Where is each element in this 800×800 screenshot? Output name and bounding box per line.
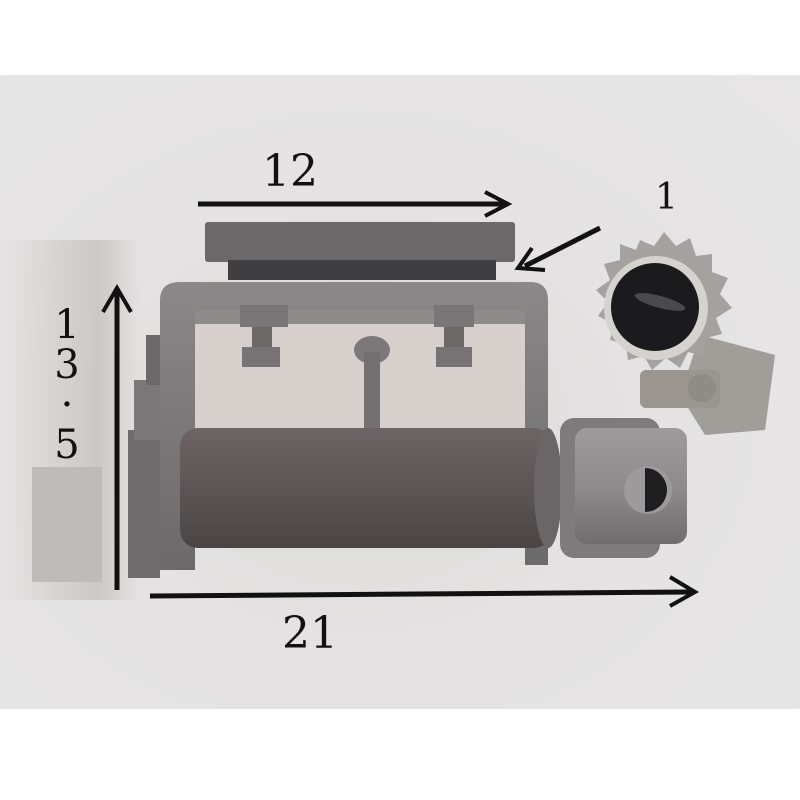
height-char-1: 1 <box>54 302 80 348</box>
pawl-pin <box>354 336 390 432</box>
height-char-2: 3 <box>54 342 80 388</box>
redacted-patch <box>32 467 102 582</box>
dimension-label-height: 1 3 · 5 <box>52 305 82 465</box>
drive-socket <box>560 418 687 558</box>
ratchet-gear-left <box>128 335 160 578</box>
dimension-label-top-width: 12 <box>262 146 318 197</box>
dimension-label-callout: 1 <box>655 177 678 218</box>
height-char-4: 5 <box>54 422 80 468</box>
arrow-bottom-length <box>149 575 699 608</box>
hex-bolt-left <box>240 305 288 367</box>
detail-ratchet-gear <box>596 232 775 435</box>
height-char-3: · <box>60 382 74 428</box>
hex-bolt-right <box>434 305 474 367</box>
arrow-height <box>101 284 133 590</box>
dimension-label-bottom-length: 21 <box>282 608 338 659</box>
top-mounting-plate <box>205 222 515 280</box>
arrow-top-width <box>198 190 513 218</box>
arrow-callout <box>514 225 602 272</box>
drum <box>180 428 562 548</box>
